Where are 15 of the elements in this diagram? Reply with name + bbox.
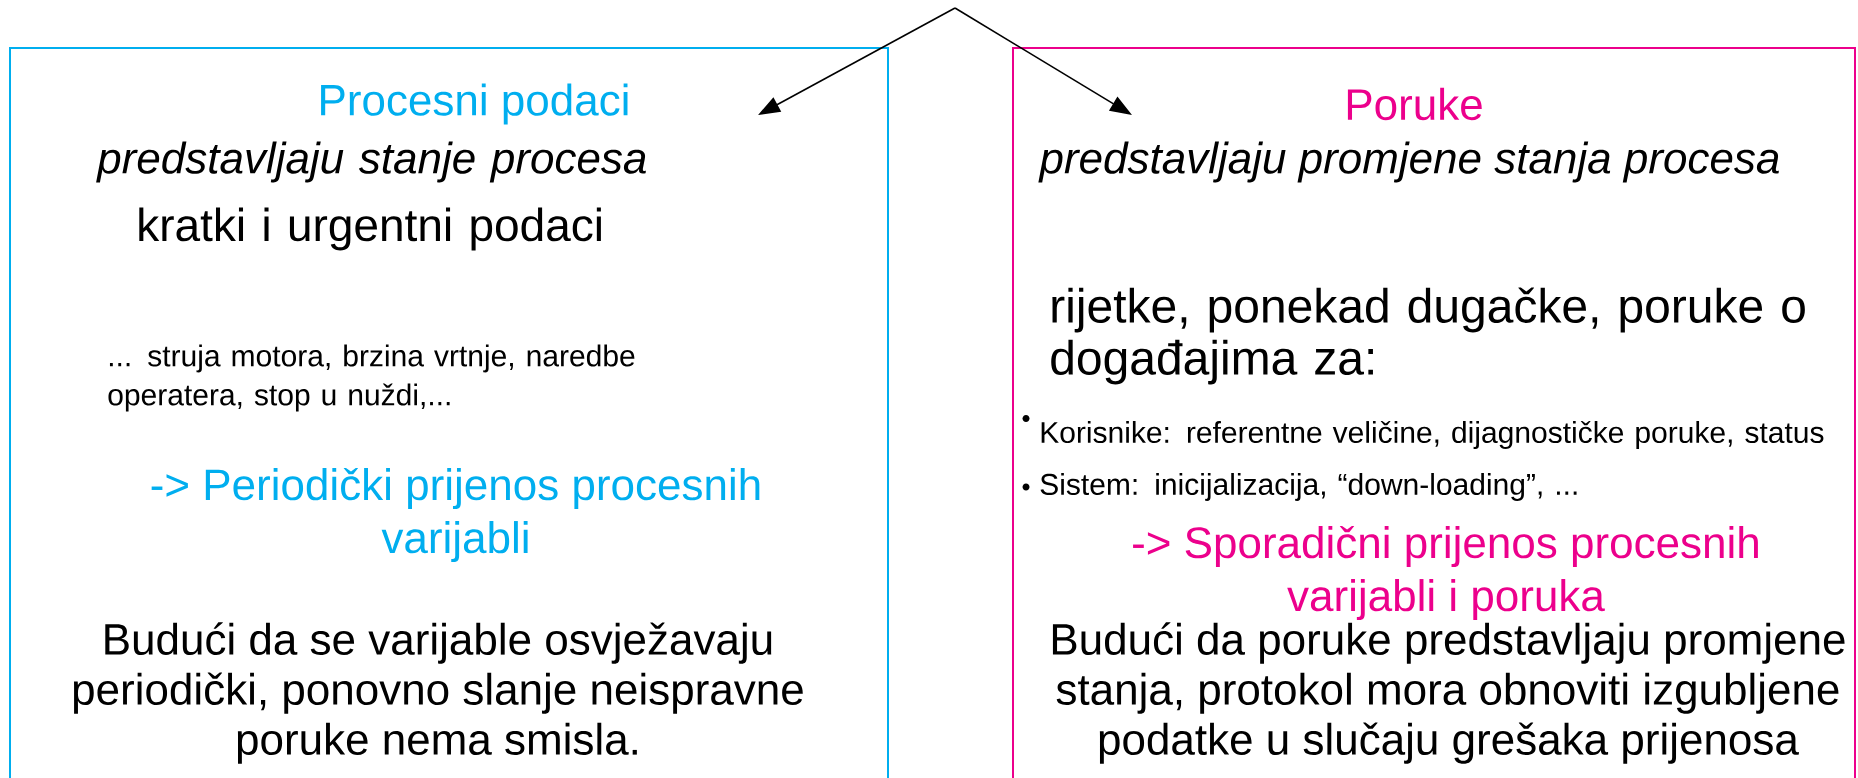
conclusion-text: -> Periodički prijenos procesnih varijabli — [151, 467, 760, 563]
panel-heading: Procesni podaci — [321, 83, 628, 125]
body-text: Budući da se varijable osvježavaju periodički, ponovno slanje neispravne poruke nema smisla. — [73, 622, 803, 764]
panel-heading: Poruke — [1347, 87, 1482, 121]
panel-box — [9, 47, 889, 778]
panel-box — [1012, 47, 1856, 778]
body-text: Budući da poruke predstavljaju promjene stanja, protokol mora obnoviti izgubljene podatke u slučaju grešaka prijenosa — [1052, 622, 1845, 764]
body-text: kratki i urgentni podaci — [139, 207, 601, 251]
body-text: rijetke, ponekad dugačke, poruke o događajima za: — [1051, 287, 1805, 385]
bullet-item: Sistem: inicijalizacija, “down-loading”, ... — [1022, 473, 1577, 501]
conclusion-text: -> Sporadični prijenos procesnih varijabli i poruka — [1133, 525, 1758, 621]
subtitle: predstavljaju stanje procesa — [96, 141, 646, 183]
subtitle: predstavljaju promjene stanja procesa — [1038, 141, 1779, 183]
example-text: ... struja motora, brzina vrtnje, naredbe operatera, stop u nuždi,... — [108, 344, 635, 412]
bullet-item: Korisnike: referentne veličine, dijagnostičke poruke, status — [1022, 415, 1824, 449]
